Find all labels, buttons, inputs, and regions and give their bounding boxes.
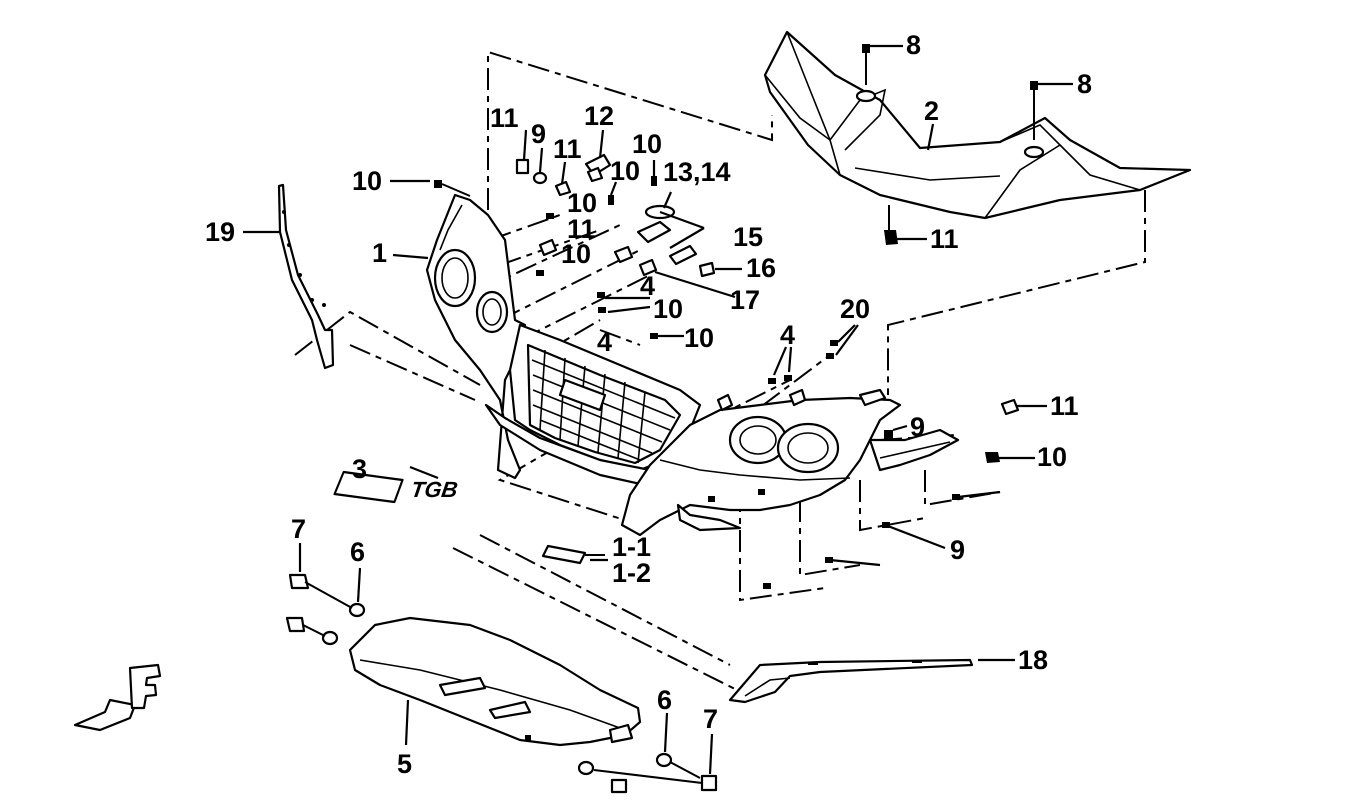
callout-10-left: 10 xyxy=(352,166,382,196)
callout-2: 2 xyxy=(924,96,939,126)
callout-8-top: 8 xyxy=(906,30,921,60)
part-5-skid-plate xyxy=(348,616,642,747)
callout-16: 16 xyxy=(746,253,776,283)
direction-mark-label: F xyxy=(300,794,301,796)
callout-10-top-mid: 10 xyxy=(610,156,640,186)
callout-9-lower: 9 xyxy=(950,535,965,565)
callout-labels: 8 8 2 11 19 1 10 11 9 11 12 10 10 13,14 … xyxy=(205,30,1092,779)
front-direction-mark: F xyxy=(73,663,301,796)
callout-12: 12 xyxy=(584,101,614,131)
callout-10-right: 10 xyxy=(1037,442,1067,472)
callout-11-visor: 11 xyxy=(930,224,959,254)
callout-5: 5 xyxy=(397,749,412,779)
callout-9-top: 9 xyxy=(531,119,546,149)
callout-1-1: 1-1 xyxy=(612,532,651,562)
part-1-front-bumper xyxy=(425,193,960,537)
callout-19: 19 xyxy=(205,217,235,247)
callout-1-2: 1-2 xyxy=(612,558,651,588)
callout-13-14: 13,14 xyxy=(663,157,731,187)
part-19-side-trim-strip xyxy=(277,183,335,370)
callout-9-right: 9 xyxy=(910,412,925,442)
callout-3: 3 xyxy=(352,454,367,484)
callout-11-right: 11 xyxy=(1050,391,1079,421)
part-1-1-plate xyxy=(541,544,605,565)
fasteners xyxy=(434,153,1020,589)
callout-15: 15 xyxy=(733,222,763,252)
callout-11-top-left: 11 xyxy=(490,103,519,133)
callout-4-lower: 4 xyxy=(597,327,612,357)
callout-4-mid: 4 xyxy=(640,271,655,301)
callout-18: 18 xyxy=(1018,645,1048,675)
callout-7-right: 7 xyxy=(703,704,718,734)
callout-10-mid-b: 10 xyxy=(561,239,591,269)
leader-lines xyxy=(243,44,1073,775)
callout-10-mid-c: 10 xyxy=(653,294,683,324)
callout-4-right: 4 xyxy=(780,320,795,350)
callout-17: 17 xyxy=(730,285,760,315)
callout-11-top-mid: 11 xyxy=(553,134,582,164)
part-3-emblem: TGB xyxy=(333,470,459,504)
skid-plate-fasteners xyxy=(285,573,718,794)
part-18-lower-trim-strip xyxy=(728,658,974,704)
callout-20: 20 xyxy=(840,294,870,324)
callout-10-mid-d: 10 xyxy=(684,323,714,353)
callout-6-left: 6 xyxy=(350,537,365,567)
part-2-upper-visor xyxy=(763,30,1192,245)
callout-6-right: 6 xyxy=(657,685,672,715)
callout-7-left: 7 xyxy=(291,514,306,544)
callout-10-top-right: 10 xyxy=(632,129,662,159)
callout-8-right: 8 xyxy=(1077,69,1092,99)
emblem-text: TGB xyxy=(409,477,459,502)
callout-1: 1 xyxy=(372,238,387,268)
callout-10-mid-a: 10 xyxy=(567,188,597,218)
callout-11-mid: 11 xyxy=(567,214,596,244)
